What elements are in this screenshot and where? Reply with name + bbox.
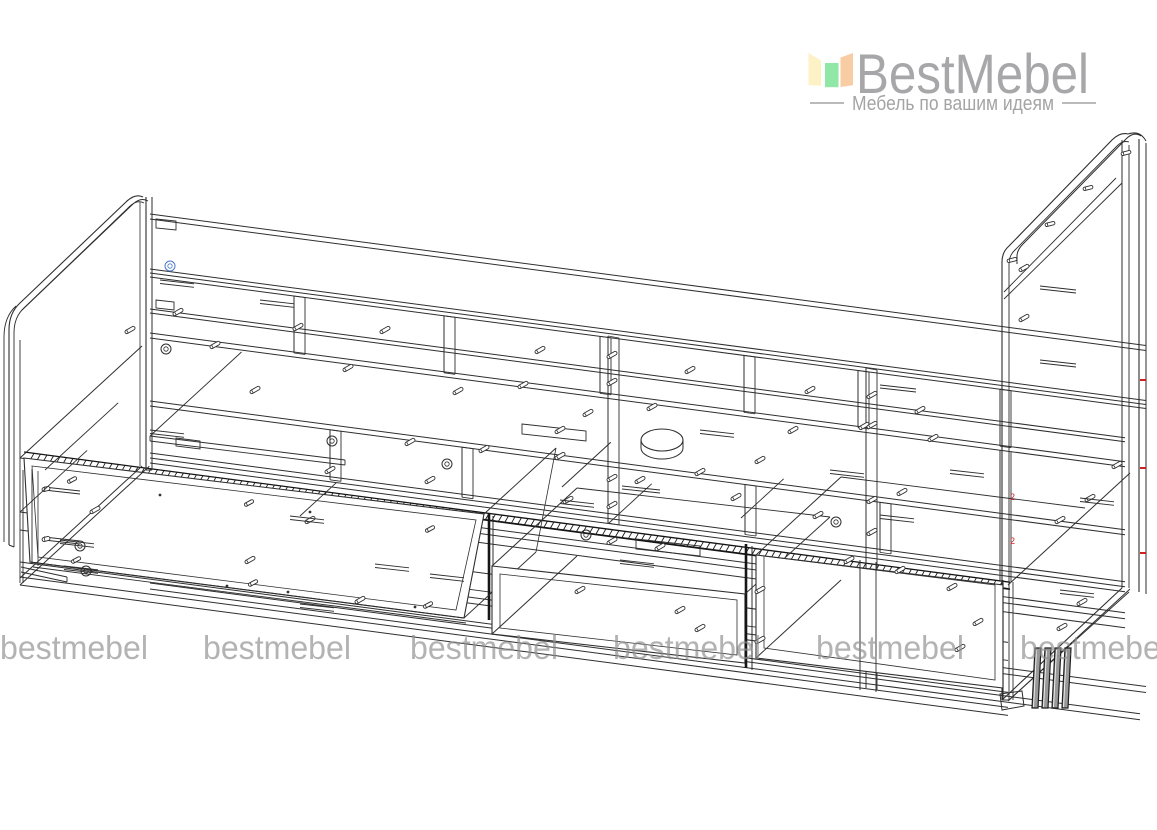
svg-text:bestmebel: bestmebel — [203, 629, 351, 666]
svg-text:2: 2 — [1010, 536, 1015, 546]
svg-text:bestmebel: bestmebel — [613, 629, 761, 666]
svg-text:bestmebel: bestmebel — [816, 629, 964, 666]
svg-text:2: 2 — [1010, 492, 1015, 502]
svg-text:bestmebel: bestmebel — [1020, 629, 1157, 666]
svg-text:bestmebel: bestmebel — [410, 629, 558, 666]
svg-text:BestMebel: BestMebel — [856, 42, 1089, 105]
svg-text:Мебель по вашим идеям: Мебель по вашим идеям — [852, 93, 1054, 115]
svg-text:bestmebel: bestmebel — [0, 629, 148, 666]
